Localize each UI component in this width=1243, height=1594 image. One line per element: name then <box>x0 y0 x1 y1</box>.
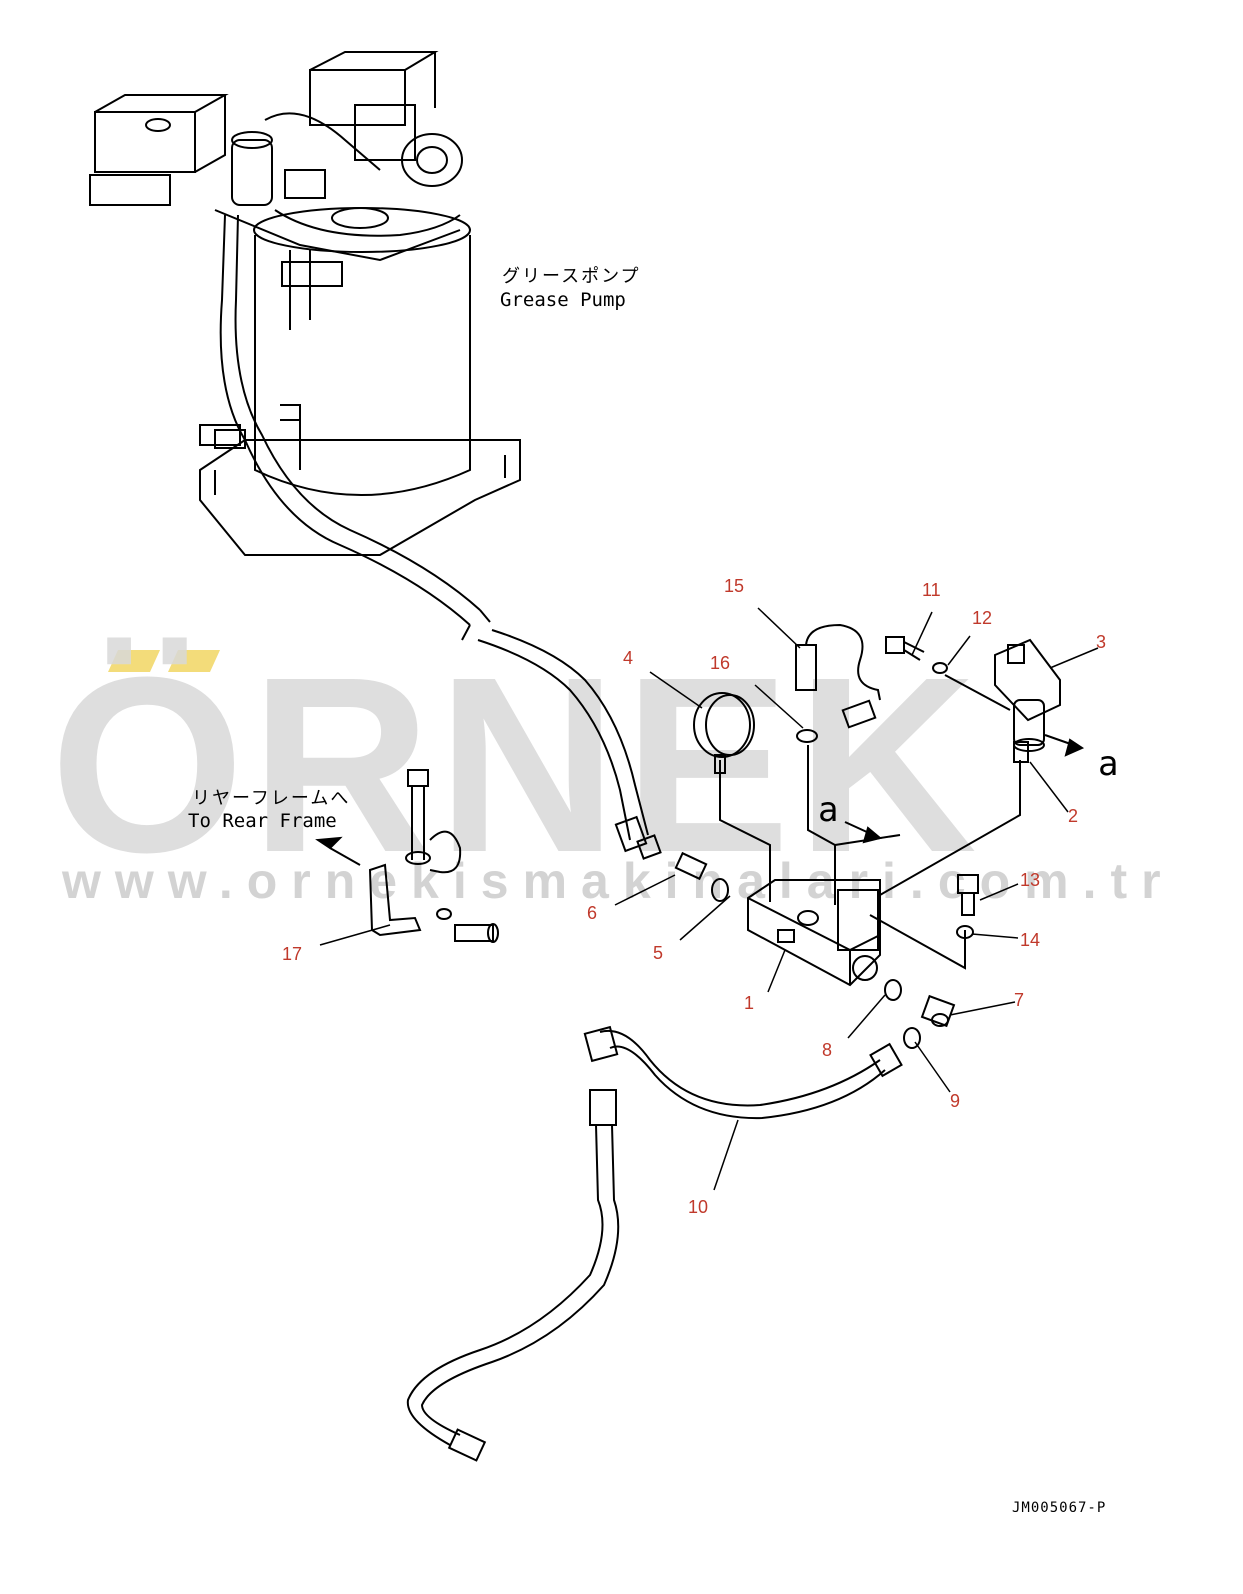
callout-2: 2 <box>1068 806 1079 826</box>
callout-15: 15 <box>724 576 745 596</box>
view-label-a-2: a <box>818 790 839 830</box>
callout-7: 7 <box>1014 990 1025 1010</box>
washer-14 <box>956 925 974 939</box>
oring-5 <box>711 878 729 902</box>
callout-6: 6 <box>587 903 598 923</box>
rear-frame-label-jp: リヤーフレームへ <box>192 788 351 809</box>
watermark-brand: ÖRNEK <box>50 625 983 904</box>
clamp-bracket <box>315 769 499 943</box>
callout-3: 3 <box>1096 632 1107 652</box>
rear-frame-label-en: To Rear Frame <box>188 810 337 832</box>
oring-16 <box>796 729 818 743</box>
sensor-cable <box>795 623 881 729</box>
callout-12: 12 <box>972 608 993 628</box>
washer-12 <box>932 662 948 674</box>
manifold-block <box>719 745 1021 987</box>
drawing-code: JM005067-P <box>1012 1500 1107 1516</box>
callout-16: 16 <box>710 653 731 673</box>
callout-11: 11 <box>922 580 941 600</box>
callout-14: 14 <box>1020 930 1041 950</box>
view-label-a-1: a <box>1098 744 1119 784</box>
hose-main <box>214 214 662 860</box>
hose-10 <box>583 1025 903 1120</box>
leader-lines <box>319 607 1099 1191</box>
callout-8: 8 <box>822 1040 833 1060</box>
elbow-7 <box>920 994 956 1028</box>
grease-pump-label-en: Grease Pump <box>500 289 626 311</box>
callout-1: 1 <box>744 993 755 1013</box>
grease-pump-label-jp: グリースポンプ <box>502 266 641 287</box>
callout-17: 17 <box>282 944 303 964</box>
bolt-13 <box>957 874 979 916</box>
view-arrow-a <box>844 821 883 844</box>
fitting-6 <box>674 851 708 881</box>
pressure-gauge <box>693 692 755 774</box>
callout-4: 4 <box>623 648 634 668</box>
callout-5: 5 <box>653 943 664 963</box>
callout-9: 9 <box>950 1091 961 1111</box>
solenoid-valve <box>944 638 1085 757</box>
oring-9 <box>903 1027 921 1049</box>
callout-13: 13 <box>1020 870 1041 890</box>
oring-8 <box>884 979 902 1001</box>
callout-10: 10 <box>688 1197 709 1217</box>
fitting-2 <box>1013 741 1029 763</box>
hose-lower <box>406 1089 620 1462</box>
grease-pump-assembly <box>89 51 521 556</box>
